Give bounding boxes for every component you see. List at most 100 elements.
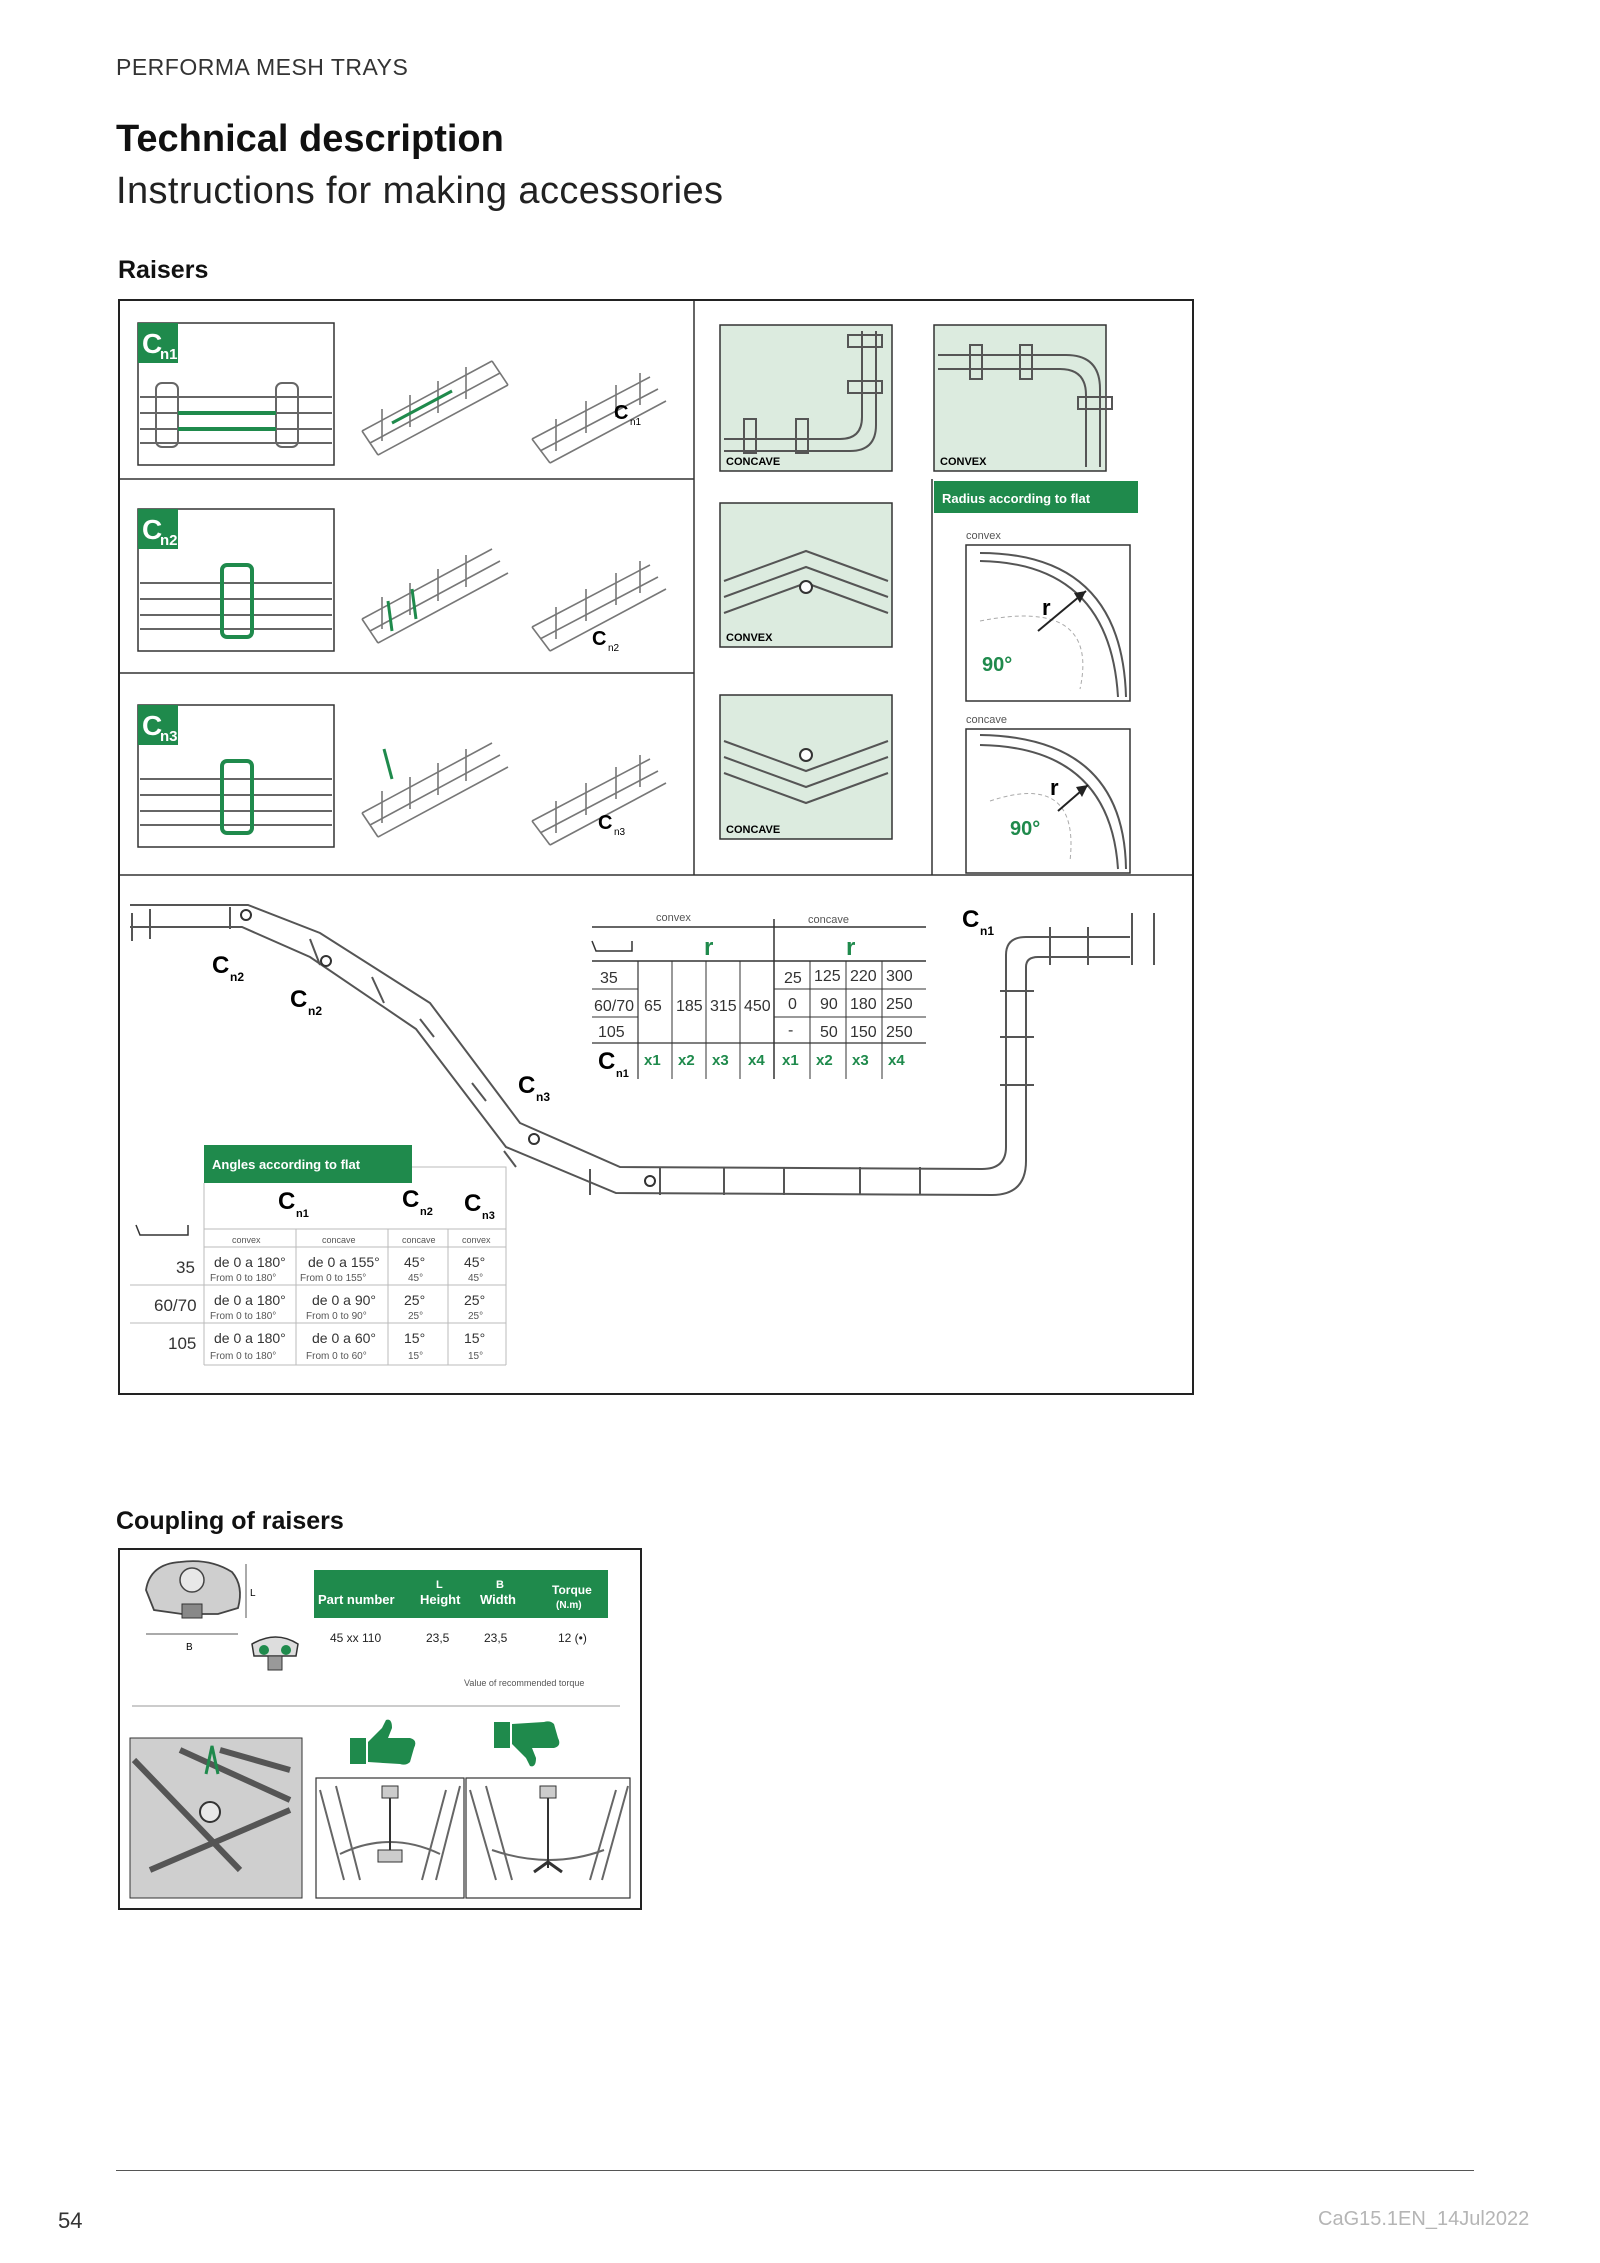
cell-height: 23,5 (426, 1631, 450, 1645)
col-height: Height (420, 1592, 461, 1607)
angles-cn2-n: n2 (420, 1206, 433, 1218)
radius-convex-3: 450 (744, 998, 771, 1015)
radius-cc-0-0: 25 (784, 970, 802, 987)
radius-h-2: 105 (598, 1024, 625, 1041)
col-width: Width (480, 1592, 516, 1607)
route-cn2-b-c: C (290, 986, 307, 1013)
cn3-detail: C n3 (137, 704, 335, 848)
clamp-drawing: L B (145, 1560, 299, 1671)
radius-table-convex: convex (656, 912, 691, 924)
incorrect-mounting-diagram (465, 1777, 631, 1899)
radius-cn1-c: C (598, 1048, 615, 1075)
radius-h-1: 60/70 (594, 998, 634, 1015)
a-1-3-es: 25° (464, 1292, 485, 1308)
a-0-1-en: From 0 to 155° (300, 1273, 366, 1284)
cn1-detail: C n1 (137, 322, 335, 466)
panel-concave-corner: CONCAVE (719, 324, 893, 472)
angles-cn2-c: C (402, 1186, 419, 1213)
angles-cn3-c: C (464, 1190, 481, 1217)
radius-table-r-concave: r (846, 934, 855, 961)
radius-convex-2: 315 (710, 998, 737, 1015)
panel1-label: CONCAVE (726, 456, 780, 468)
cell-part-number: 45 xx 110 (330, 1631, 381, 1645)
radius-h-0: 35 (600, 970, 618, 987)
cn2-badge-c: C (142, 514, 162, 545)
cn3-badge-n: n3 (160, 728, 178, 745)
a-1-2-es: 25° (404, 1292, 425, 1308)
mult-7: x4 (888, 1052, 905, 1069)
radius-convex-label: convex (966, 530, 1001, 542)
radius-cn1-n: n1 (616, 1068, 629, 1080)
dim-b-label: B (186, 1642, 193, 1653)
radius-cc-0-2: 220 (850, 968, 877, 985)
angles-cn3-n: n3 (482, 1210, 495, 1222)
panel3-label: CONVEX (726, 632, 773, 644)
a-1-1-en: From 0 to 90° (306, 1311, 367, 1322)
radius-cc-1-2: 180 (850, 996, 877, 1013)
mult-0: x1 (644, 1052, 661, 1069)
cn1-tray-sketch-2 (531, 373, 667, 464)
correct-mounting-diagram (315, 1777, 465, 1899)
route-cn2-b-n: n2 (308, 1004, 322, 1018)
page-title: Technical description (116, 118, 504, 160)
angles-banner: Angles according to flat (212, 1157, 361, 1172)
angles-kind-0: convex (232, 1235, 261, 1245)
radius-convex-diagram: r 90° (965, 544, 1131, 702)
radius-concave-diagram: r 90° (965, 728, 1131, 874)
mult-2: x3 (712, 1052, 729, 1069)
cn2-tray-sketch-2 (531, 561, 667, 652)
angles-h-1: 60/70 (154, 1296, 197, 1315)
cn3-badge-c: C (142, 710, 162, 741)
radius-convex-r: r (1042, 595, 1051, 620)
mult-6: x3 (852, 1052, 869, 1069)
radius-cc-2-0: - (788, 1022, 793, 1039)
radius-convex-0: 65 (644, 998, 662, 1015)
radius-concave-r: r (1050, 775, 1059, 800)
col-part-number: Part number (318, 1592, 395, 1607)
cn1-callout-c: C (614, 402, 628, 424)
route-cn2-a-c: C (212, 952, 229, 979)
panel4-label: CONCAVE (726, 824, 780, 836)
radius-convex-1: 185 (676, 998, 703, 1015)
angles-cn1-c: C (278, 1188, 295, 1215)
cn2-detail: C n2 (137, 508, 335, 652)
a-2-2-es: 15° (404, 1330, 425, 1346)
a-2-3-es: 15° (464, 1330, 485, 1346)
col-torque-unit: (N.m) (556, 1600, 582, 1611)
series-header: PERFORMA MESH TRAYS (116, 54, 409, 80)
thumbs-up-icon (350, 1719, 416, 1765)
section-title-raisers: Raisers (118, 256, 209, 284)
angles-h-2: 105 (168, 1334, 196, 1353)
cn2-callout-c: C (592, 628, 606, 650)
a-2-0-es: de 0 a 180° (214, 1330, 286, 1346)
cn3-callout-c: C (598, 812, 612, 834)
a-2-3-en: 15° (468, 1351, 483, 1362)
coupling-figure: L B Part number L Height B Width Torque … (118, 1548, 642, 1910)
a-2-1-es: de 0 a 60° (312, 1330, 376, 1346)
cn3-tray-sketch-2 (531, 755, 667, 846)
page-subtitle: Instructions for making accessories (116, 170, 724, 212)
cell-torque: 12 (•) (558, 1631, 587, 1645)
a-1-1-es: de 0 a 90° (312, 1292, 376, 1308)
radius-concave-label: concave (966, 714, 1007, 726)
angles-kind-3: convex (462, 1235, 491, 1245)
radius-cc-1-3: 250 (886, 996, 913, 1013)
document-reference: CaG15.1EN_14Jul2022 (1318, 2208, 1530, 2230)
a-1-3-en: 25° (468, 1311, 483, 1322)
col-b: B (496, 1579, 504, 1591)
angles-kind-1: concave (322, 1235, 356, 1245)
thumbs-down-icon (494, 1721, 560, 1767)
a-2-2-en: 15° (408, 1351, 423, 1362)
col-torque: Torque (552, 1583, 592, 1597)
radius-cc-1-0: 0 (788, 996, 797, 1013)
route-cn1-n: n1 (980, 924, 994, 938)
torque-note: Value of recommended torque (464, 1678, 584, 1688)
cn1-callout-n: n1 (630, 417, 642, 428)
a-0-2-en: 45° (408, 1273, 423, 1284)
coupling-table: Part number L Height B Width Torque (N.m… (314, 1570, 608, 1688)
a-0-0-en: From 0 to 180° (210, 1273, 276, 1284)
panel-convex-corner: CONVEX (933, 324, 1113, 472)
route-cn2-a-n: n2 (230, 970, 244, 984)
angles-h-0: 35 (176, 1258, 195, 1277)
raisers-figure: C n1 C n1 C n2 (118, 299, 1194, 1395)
